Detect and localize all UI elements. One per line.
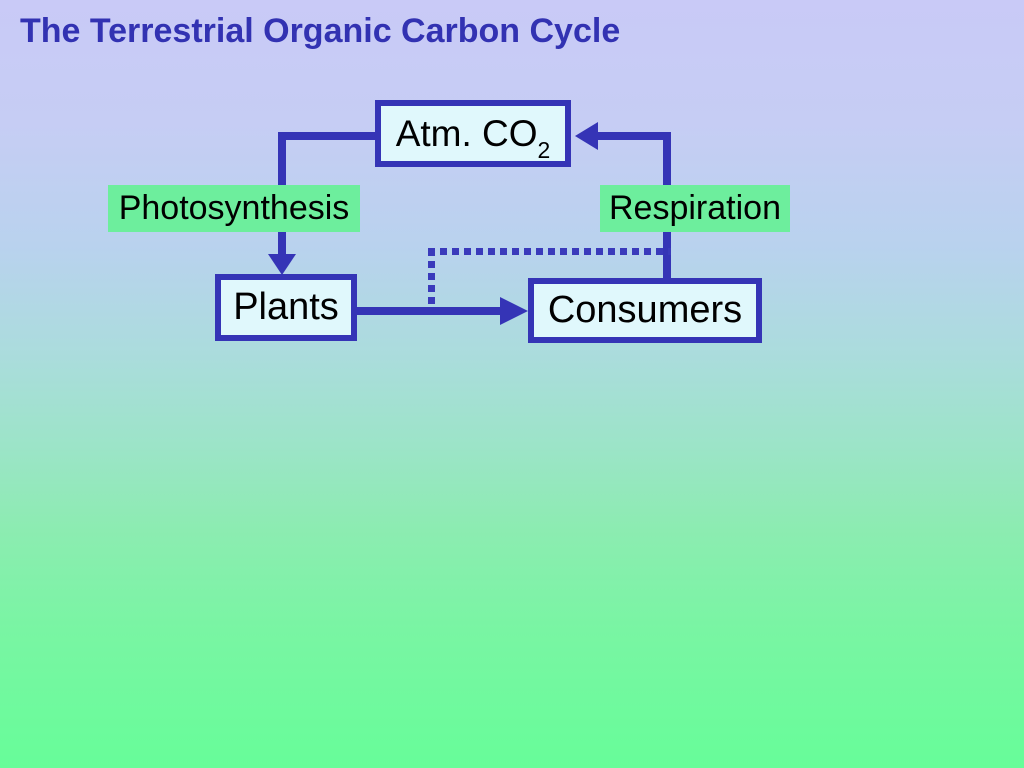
node-atm-co2: Atm. CO2	[375, 100, 571, 167]
process-label-photosynthesis: Photosynthesis	[108, 185, 360, 232]
node-consumers: Consumers	[528, 278, 762, 343]
respiration-text: Respiration	[609, 189, 781, 227]
connector-consumers-to-atm-horizontal	[597, 132, 671, 140]
atm-co2-subscript: 2	[537, 137, 551, 164]
dotted-connector-vertical	[428, 249, 435, 307]
plants-text: Plants	[233, 286, 339, 328]
dotted-connector-horizontal	[428, 248, 671, 255]
connector-plants-to-consumers	[357, 307, 500, 315]
slide-title: The Terrestrial Organic Carbon Cycle	[20, 12, 621, 50]
node-plants: Plants	[215, 274, 357, 341]
arrowhead-left-into-atm-co2-icon	[575, 122, 598, 150]
atm-co2-text: Atm. CO2	[395, 112, 551, 164]
photosynthesis-text: Photosynthesis	[118, 189, 350, 227]
connector-atm-to-plants-horizontal	[278, 132, 375, 140]
arrowhead-right-into-consumers-icon	[500, 297, 528, 325]
arrowhead-down-into-plants-icon	[268, 254, 296, 275]
process-label-respiration: Respiration	[600, 185, 790, 232]
consumers-text: Consumers	[547, 289, 743, 331]
